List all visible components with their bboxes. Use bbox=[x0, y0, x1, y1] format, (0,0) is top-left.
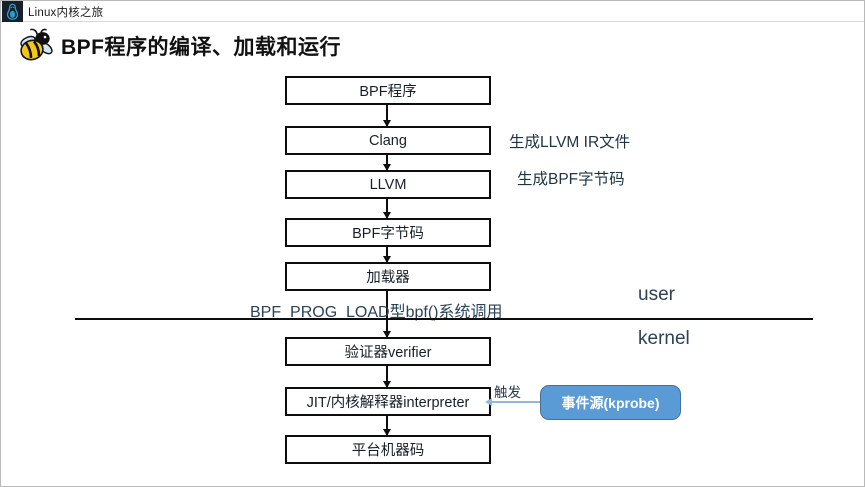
flow-box-jit-interpreter[interactable]: JIT/内核解释器interpreter bbox=[285, 387, 491, 416]
event-source-box[interactable]: 事件源(kprobe) bbox=[540, 385, 681, 420]
flow-box-bpf-program[interactable]: BPF程序 bbox=[285, 76, 491, 105]
flow-box-verifier[interactable]: 验证器verifier bbox=[285, 337, 491, 366]
trigger-label: 触发 bbox=[494, 385, 521, 400]
syscall-label: BPF_PROG_LOAD型bpf()系统调用 bbox=[250, 304, 503, 321]
connector-arrow bbox=[383, 105, 391, 127]
user-kernel-divider bbox=[75, 318, 813, 320]
tux-penguin-icon bbox=[2, 1, 23, 22]
note-bpf-bytecode: 生成BPF字节码 bbox=[517, 171, 625, 188]
brand-title: Linux内核之旅 bbox=[28, 7, 104, 19]
connector-arrow bbox=[383, 155, 391, 171]
connector-arrow bbox=[383, 199, 391, 219]
flow-box-loader[interactable]: 加载器 bbox=[285, 262, 491, 291]
connector-arrow bbox=[383, 291, 391, 338]
flow-box-clang[interactable]: Clang bbox=[285, 126, 491, 155]
bee-icon bbox=[15, 28, 59, 64]
flow-box-machine-code[interactable]: 平台机器码 bbox=[285, 435, 491, 464]
connector-arrow bbox=[383, 247, 391, 263]
trigger-arrow-icon bbox=[485, 398, 540, 406]
connector-arrow bbox=[383, 416, 391, 436]
kernel-space-label: kernel bbox=[638, 328, 690, 349]
note-llvm-ir: 生成LLVM IR文件 bbox=[509, 134, 631, 151]
user-space-label: user bbox=[638, 284, 675, 305]
connector-arrow bbox=[383, 366, 391, 388]
header-bar: Linux内核之旅 bbox=[1, 1, 864, 22]
flow-box-llvm[interactable]: LLVM bbox=[285, 170, 491, 199]
page-title: BPF程序的编译、加载和运行 bbox=[61, 36, 341, 59]
flow-box-bpf-bytecode[interactable]: BPF字节码 bbox=[285, 218, 491, 247]
